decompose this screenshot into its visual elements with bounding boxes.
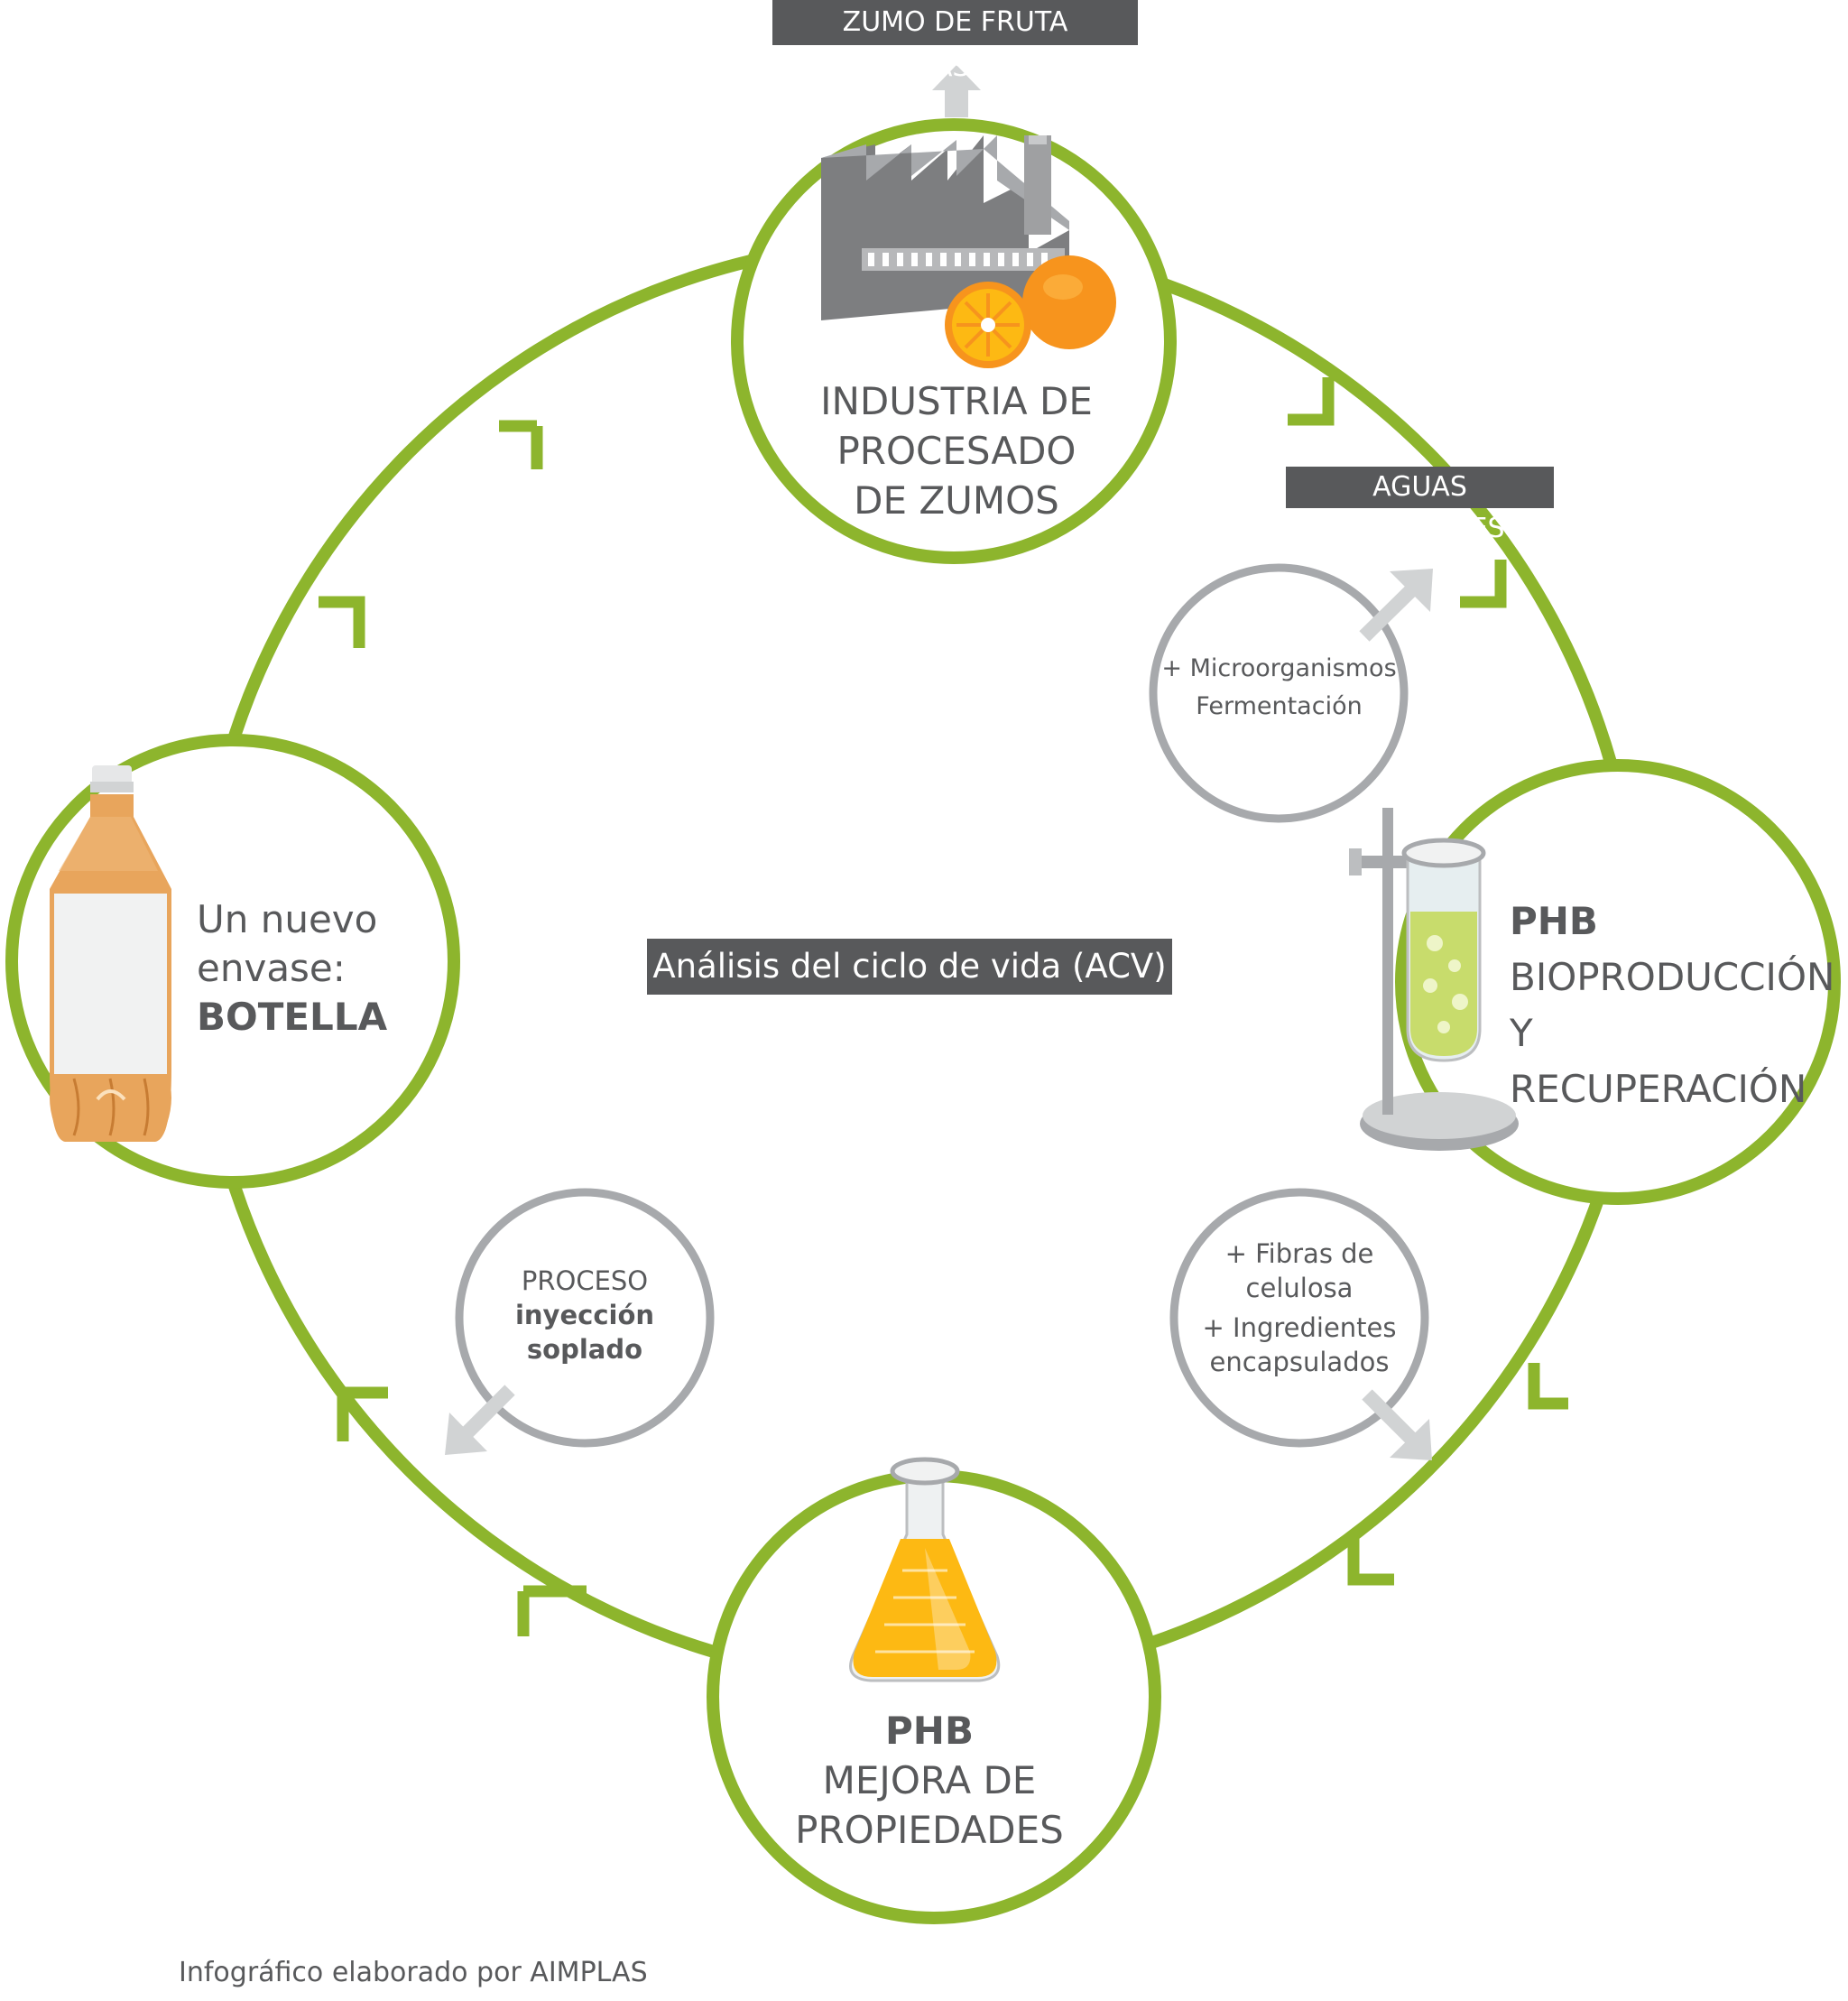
additives-input-circle — [1169, 1188, 1429, 1448]
cycle-arrow-marker — [337, 1386, 388, 1441]
cycle-arrow-marker — [1347, 1534, 1394, 1586]
cycle-arrow-marker — [1288, 377, 1335, 426]
output-arrow-down-left-icon — [445, 1385, 515, 1455]
process-line-1: PROCESO — [521, 1265, 649, 1296]
improvement-title: PHB — [885, 1709, 974, 1753]
additives-line-2: celulosa — [1245, 1273, 1354, 1303]
bottle-line-1: Un nuevo — [197, 897, 378, 941]
process-line-3: soplado — [526, 1334, 643, 1365]
credit-text: Infográfico elaborado por AIMPLAS — [179, 1957, 648, 1988]
bottle-node-text: Un nuevo envase: BOTELLA — [197, 895, 413, 1042]
bioproduction-node-text: PHB BIOPRODUCCIÓN Y RECUPERACIÓN — [1510, 894, 1835, 1117]
cycle-arrow-marker — [1460, 560, 1507, 608]
bioproduction-line-2: Y RECUPERACIÓN — [1510, 1011, 1807, 1111]
output-arrow-diagonal-down-icon — [1362, 1389, 1432, 1460]
improvement-line-2: PROPIEDADES — [795, 1808, 1064, 1852]
process-input-circle — [455, 1188, 715, 1448]
additives-line-1: + Fibras de — [1224, 1238, 1374, 1269]
center-lca-label: Análisis del ciclo de vida (ACV) — [647, 939, 1172, 995]
industry-line-2: PROCESADO — [836, 429, 1076, 473]
cycle-arrow-marker — [499, 420, 543, 469]
cycle-direction-markers — [319, 377, 1568, 1636]
packaged-juice-label: ZUMO DE FRUTA ENVASADO — [772, 0, 1138, 83]
fermentation-input-circle — [1149, 563, 1409, 823]
fermentation-line-1: + Microorganismos — [1161, 654, 1397, 682]
improvement-node-text: PHB MEJORA DE PROPIEDADES — [749, 1706, 1110, 1855]
fermentation-line-2: Fermentación — [1196, 692, 1363, 720]
bottle-title: BOTELLA — [197, 995, 388, 1039]
bottle-line-2: envase: — [197, 946, 346, 990]
output-arrow-diagonal-up-icon — [1359, 569, 1433, 642]
fermentation-input-text: + Microorganismos Fermentación — [1155, 650, 1403, 726]
factory-icon — [821, 135, 1069, 320]
additives-input-text: + Fibras de celulosa + Ingredientes enca… — [1173, 1237, 1426, 1379]
flask-icon — [849, 1457, 1001, 1682]
process-line-2: inyección — [514, 1300, 655, 1330]
output-arrow-up-icon — [932, 65, 981, 117]
cycle-arrow-marker — [517, 1585, 587, 1636]
process-input-text: PROCESO inyección soplado — [476, 1264, 693, 1366]
additives-line-4: encapsulados — [1209, 1347, 1390, 1377]
cycle-arrow-marker — [319, 596, 365, 648]
oranges-icon — [945, 255, 1116, 368]
cycle-arrow-marker — [1528, 1363, 1568, 1410]
waste-water-label: AGUAS RESIDUALES — [1286, 467, 1554, 544]
test-tube-stand-icon — [1349, 808, 1519, 1151]
juice-bottle-icon — [50, 765, 171, 1142]
improvement-line-1: MEJORA DE — [822, 1758, 1037, 1802]
additives-line-3: + Ingredientes — [1202, 1312, 1397, 1343]
bioproduction-node-circle — [1395, 759, 1841, 1205]
bioproduction-line-1: BIOPRODUCCIÓN — [1510, 955, 1835, 999]
industry-line-1: INDUSTRIA DE — [820, 379, 1093, 423]
bioproduction-title: PHB — [1510, 899, 1598, 943]
industry-node-text: INDUSTRIA DE PROCESADO DE ZUMOS — [776, 376, 1137, 525]
industry-line-3: DE ZUMOS — [854, 478, 1059, 523]
